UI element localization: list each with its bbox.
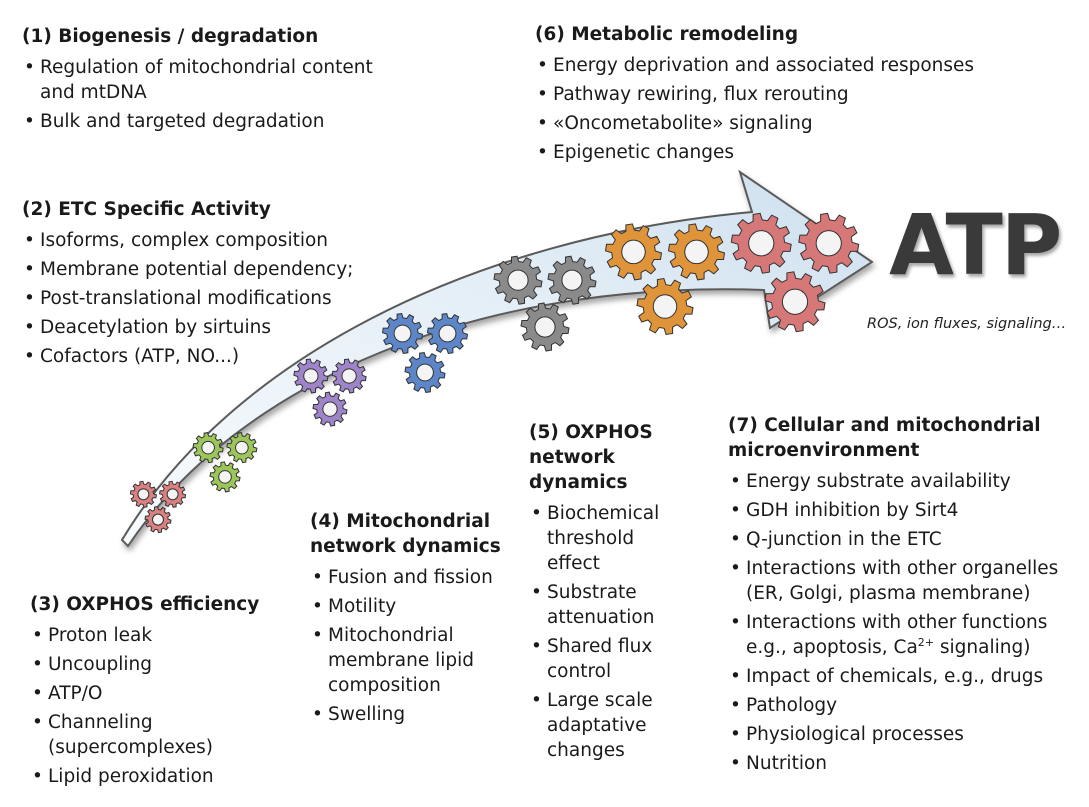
gear-hole-icon [416,363,434,382]
block-list: Proton leak Uncoupling ATP/O Channeling … [30,623,280,789]
block-list: Isoforms, complex composition Membrane p… [22,228,357,369]
list-item: Impact of chemicals, e.g., drugs [728,664,1078,689]
list-item: Biochemical threshold effect [529,501,679,576]
item-superscript: 2+ [917,635,935,649]
gear-hole-icon [621,239,646,265]
list-item: GDH inhibition by Sirt4 [728,498,1078,523]
gear-hole-icon [201,440,215,455]
list-item: Pathway rewiring, flux rerouting [535,82,995,107]
block-oxphos-efficiency: (3) OXPHOS efficiency Proton leak Uncoup… [30,592,280,793]
gear-cluster-icon [192,432,258,493]
ros-label: ROS, ion fluxes, signaling… [867,316,1067,332]
block-biogenesis: (1) Biogenesis / degradation Regulation … [22,24,402,138]
block-list: Energy substrate availability GDH inhibi… [728,469,1078,776]
list-item: Large scale adaptative changes [529,688,679,763]
block-list: Fusion and fission Motility Mitochondria… [310,565,515,727]
block-title: (1) Biogenesis / degradation [22,26,319,47]
list-item: Shared flux control [529,634,679,684]
gear-hole-icon [507,269,529,291]
gear-hole-icon [152,513,164,526]
block-etc-activity: (2) ETC Specific Activity Isoforms, comp… [22,197,357,373]
list-item: Bulk and targeted degradation [22,109,402,134]
gear-cluster-icon [730,212,860,333]
block-microenvironment: (7) Cellular and mitochondrial microenvi… [728,413,1078,780]
block-title: (4) Mitochondrial network dynamics [310,511,501,557]
list-item: Mitochondrial membrane lipid composition [310,623,515,698]
list-item: Cofactors (ATP, NO...) [22,344,357,369]
gear-cluster-icon [129,480,187,534]
list-item: Q-junction in the ETC [728,527,1078,552]
block-mito-network: (4) Mitochondrial network dynamics Fusio… [310,509,515,731]
list-item: Isoforms, complex composition [22,228,357,253]
list-item: Fusion and fission [310,565,515,590]
gear-cluster-icon [493,255,597,352]
list-item: Pathology [728,693,1078,718]
block-list: Energy deprivation and associated respon… [535,53,995,165]
block-title: (3) OXPHOS efficiency [30,594,260,615]
block-title: (7) Cellular and mitochondrial microenvi… [728,415,1041,461]
list-item: Interactions with other organelles (ER, … [728,556,1078,606]
list-item: Regulation of mitochondrial content and … [22,55,402,105]
item-text: Interactions with other functions e.g., … [746,612,1048,658]
gear-cluster-icon [604,223,726,336]
block-title: (2) ETC Specific Activity [22,199,271,220]
gear-hole-icon [781,288,809,315]
gear-hole-icon [534,316,556,338]
list-item: Energy substrate availability [728,469,1078,494]
list-item: Physiological processes [728,722,1078,747]
list-item: Swelling [310,702,515,727]
block-list: Biochemical threshold effect Substrate a… [529,501,679,763]
gear-hole-icon [815,230,842,257]
block-list: Regulation of mitochondrial content and … [22,55,402,134]
list-item: Deacetylation by sirtuins [22,315,357,340]
block-title: (5) OXPHOS network dynamics [529,422,653,493]
gear-hole-icon [166,488,179,501]
list-item: Nutrition [728,751,1078,776]
gear-hole-icon [684,239,709,265]
gear-hole-icon [652,294,678,319]
gear-hole-icon [748,230,775,257]
gear-hole-icon [393,324,412,343]
gear-hole-icon [561,269,583,291]
gear-hole-icon [235,440,249,455]
gear-cluster-icon [381,312,469,394]
list-item: Membrane potential dependency; [22,257,357,282]
list-item: Post-translational modifications [22,286,357,311]
block-oxphos-network: (5) OXPHOS network dynamics Biochemical … [529,420,679,767]
list-item: Proton leak [30,623,280,648]
atp-label: ATP [889,196,1062,294]
list-item: Energy deprivation and associated respon… [535,53,995,78]
block-metabolic-remodeling: (6) Metabolic remodeling Energy deprivat… [535,22,995,169]
item-text: signaling) [934,637,1031,658]
block-title: (6) Metabolic remodeling [535,24,799,45]
list-item: Interactions with other functions e.g., … [728,610,1078,660]
list-item: Motility [310,594,515,619]
gear-hole-icon [137,488,150,501]
list-item: ATP/O [30,681,280,706]
list-item: Lipid peroxidation [30,764,280,789]
list-item: Channeling (supercomplexes) [30,710,280,760]
gear-hole-icon [218,470,232,484]
list-item: Substrate attenuation [529,580,679,630]
gear-hole-icon [322,401,338,417]
list-item: Uncoupling [30,652,280,677]
list-item: Epigenetic changes [535,140,995,165]
gear-hole-icon [438,324,457,343]
list-item: «Oncometabolite» signaling [535,111,995,136]
